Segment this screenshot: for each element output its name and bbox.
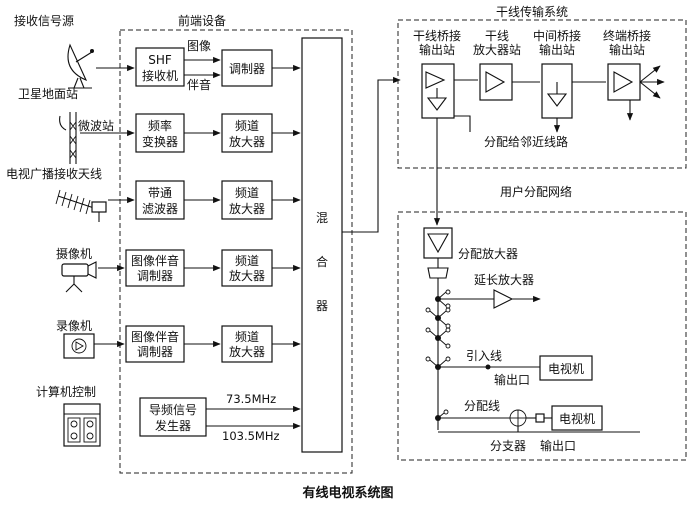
end-bridge-line2: 输出站 [609, 42, 645, 57]
satellite-dish-icon [67, 43, 94, 89]
pilot-generator-box [139, 397, 207, 437]
trunk-amp-line1: 干线 [485, 29, 509, 43]
yagi-antenna-icon [55, 189, 107, 222]
satellite-label: 卫星地面站 [18, 87, 78, 101]
bandpass-filter-line2: 滤波器 [142, 202, 178, 216]
headend-frame [119, 29, 353, 474]
outlet-label-1: 输出口 [494, 372, 530, 387]
channel-amp-2-line2: 放大器 [229, 201, 265, 216]
freq-converter-box [135, 113, 185, 153]
computer-control-icon [63, 403, 101, 447]
av-modulator-2-line1: 图像伴音 [131, 329, 179, 344]
outlet-dot-1 [485, 364, 491, 370]
channel-amp-1-line2: 放大器 [229, 134, 265, 149]
dist-amp-label: 分配放大器 [458, 246, 518, 261]
channel-amp-3-line2: 放大器 [229, 268, 265, 283]
mid-bridge-output-station [541, 63, 573, 119]
mixer-box [301, 37, 343, 453]
sources-heading: 接收信号源 [14, 13, 74, 28]
tv-label-2: 电视机 [559, 411, 595, 426]
mixer-char-1: 混 [316, 211, 328, 225]
pilot-generator-line2: 发生器 [155, 418, 191, 433]
channel-amp-box-3 [221, 249, 273, 287]
mixer-output-line [342, 76, 401, 233]
splitter [509, 409, 527, 432]
trunk-heading: 干线传输系统 [496, 4, 568, 19]
lead-in-label: 引入线 [466, 349, 502, 363]
channel-amp-3-line1: 频道 [235, 254, 259, 268]
bandpass-filter-line1: 带通 [148, 186, 172, 200]
neighbor-feed-line [454, 115, 471, 132]
av-modulator-2-line2: 调制器 [137, 345, 173, 359]
end-bridge-output-station [607, 63, 641, 101]
computer-label: 计算机控制 [36, 384, 96, 399]
video-recorder-icon [63, 333, 95, 359]
tv-box-2 [551, 405, 603, 431]
user-net-frame [397, 211, 687, 461]
distribution-amplifier [423, 227, 453, 279]
microwave-tower-icon [59, 112, 77, 164]
splitter-label: 分支器 [490, 439, 526, 453]
audio-label: 伴音 [187, 77, 211, 92]
recorder-label: 录像机 [56, 319, 92, 333]
tv-box-1 [539, 355, 593, 381]
freq-103-label: 103.5MHz [222, 429, 280, 443]
tap-5 [435, 409, 449, 421]
bridge-output-station-1 [421, 63, 455, 119]
tv-antenna-label: 电视广播接收天线 [6, 166, 102, 181]
av-modulator-1-line1: 图像伴音 [131, 253, 179, 268]
mid-bridge-line2: 输出站 [539, 42, 575, 57]
extension-amplifier [493, 289, 514, 309]
tv-label-1: 电视机 [548, 361, 584, 376]
av-modulator-box-1 [125, 249, 185, 287]
mixer-char-3: 器 [316, 299, 328, 313]
tap-1 [435, 289, 451, 309]
bridge-out-line1: 干线桥接 [413, 28, 461, 43]
outlet-label-2: 输出口 [540, 438, 576, 453]
mid-bridge-line1: 中间桥接 [533, 28, 581, 43]
trunk-amplifier-station [479, 63, 513, 101]
bridge-out-line2: 输出站 [419, 42, 455, 57]
video-camera-icon [61, 261, 97, 293]
ext-amp-label: 延长放大器 [474, 272, 534, 287]
channel-amp-1-line1: 频道 [235, 119, 259, 133]
freq-converter-line1: 频率 [148, 118, 172, 133]
modulator-box [221, 49, 273, 87]
freq-73-label: 73.5MHz [226, 392, 276, 406]
microwave-label: 微波站 [78, 119, 114, 133]
headend-heading: 前端设备 [178, 13, 226, 28]
shf-receiver-line1: SHF [148, 53, 172, 67]
end-bridge-line1: 终端桥接 [603, 28, 651, 43]
trunk-amp-line2: 放大器站 [473, 42, 521, 57]
mixer-char-2: 合 [316, 254, 328, 269]
trunk-frame [397, 19, 687, 169]
channel-amp-4-line2: 放大器 [229, 344, 265, 359]
figure-caption: 有线电视系统图 [302, 485, 393, 501]
outlet-2 [535, 413, 545, 423]
shf-receiver-line2: 接收机 [142, 68, 178, 83]
modulator-label: 调制器 [229, 62, 265, 76]
camera-label: 摄像机 [56, 246, 92, 261]
pilot-generator-line1: 导频信号 [149, 403, 197, 417]
dist-line-label: 分配线 [464, 399, 500, 413]
tap-3 [425, 327, 451, 349]
channel-amp-4-line1: 频道 [235, 330, 259, 344]
av-modulator-box-2 [125, 325, 185, 363]
av-modulator-1-line2: 调制器 [137, 269, 173, 283]
bandpass-filter-box [135, 180, 185, 220]
neighbor-distribution-note: 分配给邻近线路 [484, 134, 568, 149]
image-label: 图像 [187, 39, 211, 53]
channel-amp-2-line1: 频道 [235, 186, 259, 200]
user-net-heading: 用户分配网络 [500, 184, 572, 199]
freq-converter-line2: 变换器 [142, 134, 178, 149]
tap-2 [425, 307, 451, 329]
shf-receiver-box [135, 47, 185, 87]
channel-amp-box-4 [221, 325, 273, 363]
